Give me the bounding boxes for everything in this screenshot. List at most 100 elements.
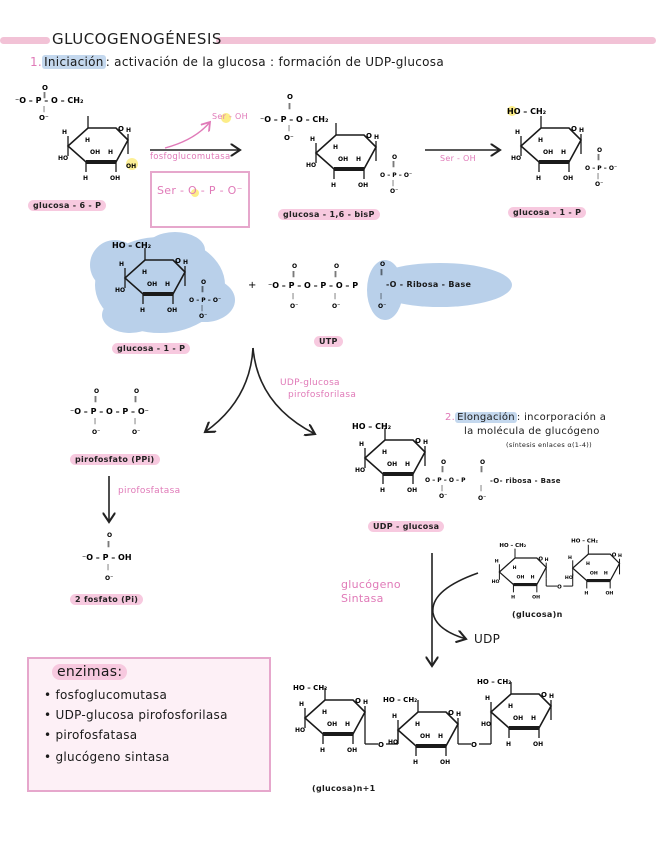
svg-text:|: | (201, 305, 203, 312)
svg-text:|: | (43, 106, 45, 113)
svg-text:HO – CH₂: HO – CH₂ (477, 678, 511, 686)
svg-text:‖: ‖ (441, 466, 444, 473)
svg-text:HO – CH₂: HO – CH₂ (571, 538, 598, 544)
svg-text:‖: ‖ (392, 161, 395, 168)
enzyme-label-pirofosfatasa: pirofosfatasa (118, 486, 181, 496)
svg-text:O: O (94, 388, 99, 395)
label-glucose-1-p-top: glucosa - 1 - P (508, 207, 587, 218)
enzyme-label-sintasa: Sintasa (341, 592, 384, 605)
svg-text:HO – CH₂: HO – CH₂ (507, 107, 547, 116)
step1-text: : activación de la glucosa : formación d… (105, 55, 444, 69)
svg-text:O⁻: O⁻ (439, 493, 447, 500)
structure-glucose-n: O HO – CH₂ HO – CH₂ (490, 538, 624, 603)
step2-text-2: la molécula de glucógeno (464, 426, 600, 437)
enzyme-label-glucogeno: glucógeno (341, 578, 401, 591)
ser-phosphate-label: Ser - O - P - O⁻ (157, 184, 243, 197)
svg-text:|: | (292, 293, 294, 300)
svg-text:O⁻: O⁻ (478, 495, 486, 502)
svg-text:O: O (597, 147, 602, 154)
svg-text:‖: ‖ (288, 103, 291, 110)
svg-text:‖: ‖ (292, 271, 295, 278)
svg-text:O⁻: O⁻ (105, 575, 113, 582)
svg-text:O⁻: O⁻ (284, 134, 294, 142)
step1-heading: 1.Iniciación: activación de la glucosa :… (30, 55, 444, 69)
svg-text:O: O (441, 459, 446, 466)
svg-text:O: O (201, 279, 206, 286)
step2-text-1: : incorporación a (516, 412, 607, 423)
svg-text:‖: ‖ (94, 396, 97, 403)
label-glucose-6-p: glucosa - 6 - P (28, 200, 107, 211)
ser-phosphate-box (150, 171, 250, 228)
label-udp: UDP (474, 632, 501, 646)
svg-text:HO – CH₂: HO – CH₂ (352, 422, 392, 431)
svg-text:O – P – O – P: O – P – O – P (425, 477, 466, 484)
highlight-cloud-glucose (90, 232, 235, 333)
svg-text:HO – CH₂: HO – CH₂ (112, 241, 152, 250)
step2-number: 2. (445, 412, 456, 423)
svg-text:+: + (248, 280, 256, 291)
svg-text:O⁻: O⁻ (290, 303, 298, 310)
svg-text:O⁻: O⁻ (92, 429, 100, 436)
enzyme-item: • fosfoglucomutasa (44, 688, 168, 702)
enzyme-item: • UDP-glucosa pirofosforilasa (44, 708, 228, 722)
svg-text:‖: ‖ (134, 396, 137, 403)
svg-text:O: O (107, 532, 112, 539)
svg-text:OH: OH (126, 163, 136, 170)
svg-text:|: | (392, 180, 394, 187)
svg-text:|: | (480, 485, 482, 492)
step2-text-3: (síntesis enlaces α(1-4)) (506, 441, 592, 449)
svg-text:|: | (380, 293, 382, 300)
svg-text:O: O (292, 263, 297, 270)
svg-text:⁻O – P – O – CH₂: ⁻O – P – O – CH₂ (260, 115, 329, 124)
structure-glucose-6-phosphate: OH (56, 114, 138, 184)
svg-text:O: O (334, 263, 339, 270)
label-glucose-n-plus-1: (glucosa)n+1 (312, 784, 376, 793)
svg-text:O⁻: O⁻ (199, 313, 207, 320)
svg-text:O⁻: O⁻ (390, 188, 398, 195)
svg-text:⁻O – P – OH: ⁻O – P – OH (82, 553, 132, 562)
step2-heading: 2.Elongación: incorporación a (445, 412, 606, 423)
highlight-cloud-utp (367, 260, 512, 320)
svg-text:O: O (557, 584, 562, 590)
step1-number: 1. (30, 55, 43, 69)
enzymes-title: enzimas: (52, 664, 128, 680)
ser-oh-label-2: Ser - OH (440, 154, 476, 163)
svg-text:O: O (480, 459, 485, 466)
title-bar-right (216, 37, 656, 44)
svg-text:‖: ‖ (107, 541, 110, 548)
svg-text:|: | (134, 418, 136, 425)
structure-glucose-1-6-bisphosphate: O – P – O⁻ O ‖ | O⁻ (304, 121, 412, 195)
svg-text:O⁻: O⁻ (332, 303, 340, 310)
svg-text:O: O (392, 154, 397, 161)
svg-text:HO – CH₂: HO – CH₂ (383, 696, 417, 704)
structure-glucose-1-phosphate-top: O – P – O⁻ O ‖ | O⁻ (509, 114, 617, 188)
svg-text:|: | (334, 293, 336, 300)
svg-text:O⁻: O⁻ (132, 429, 140, 436)
svg-text:|: | (94, 418, 96, 425)
step2-label: Elongación (455, 412, 517, 423)
label-phosphate: 2 fosfato (Pi) (70, 594, 144, 605)
svg-text:⁻O – P – O – P – O⁻: ⁻O – P – O – P – O⁻ (70, 407, 149, 416)
svg-text:O: O (42, 84, 48, 92)
svg-text:O⁻: O⁻ (378, 303, 386, 310)
label-udp-glucose: UDP - glucosa (368, 521, 445, 532)
svg-text:‖: ‖ (43, 92, 46, 99)
label-glucose-1-p-mid: glucosa - 1 - P (112, 343, 191, 354)
svg-text:⁻O – P – O – P – O – P: ⁻O – P – O – P – O – P (268, 281, 358, 290)
structure-udp-glucose: O – P – O – P O ‖ | O⁻ O ‖ | O⁻ (353, 426, 486, 502)
enzyme-item: • glucógeno sintasa (44, 750, 170, 764)
svg-text:O: O (287, 93, 293, 101)
svg-text:O – P – O⁻: O – P – O⁻ (585, 165, 617, 172)
udp-glucose-tail: -O- ribosa - Base (490, 477, 561, 485)
svg-text:‖: ‖ (597, 154, 600, 161)
label-utp: UTP (314, 336, 343, 347)
svg-text:‖: ‖ (380, 269, 383, 276)
svg-text:|: | (107, 564, 109, 571)
enzyme-label-udp-glucosa: UDP-glucosa (280, 378, 340, 388)
label-glucose-1-6-bisp: glucosa - 1,6 - bisP (278, 209, 380, 220)
ser-oh-label-1: Ser - OH (212, 112, 248, 121)
label-glucose-n: (glucosa)n (512, 610, 563, 619)
page-title: GLUCOGENOGÉNESIS (52, 30, 222, 48)
svg-text:|: | (441, 485, 443, 492)
